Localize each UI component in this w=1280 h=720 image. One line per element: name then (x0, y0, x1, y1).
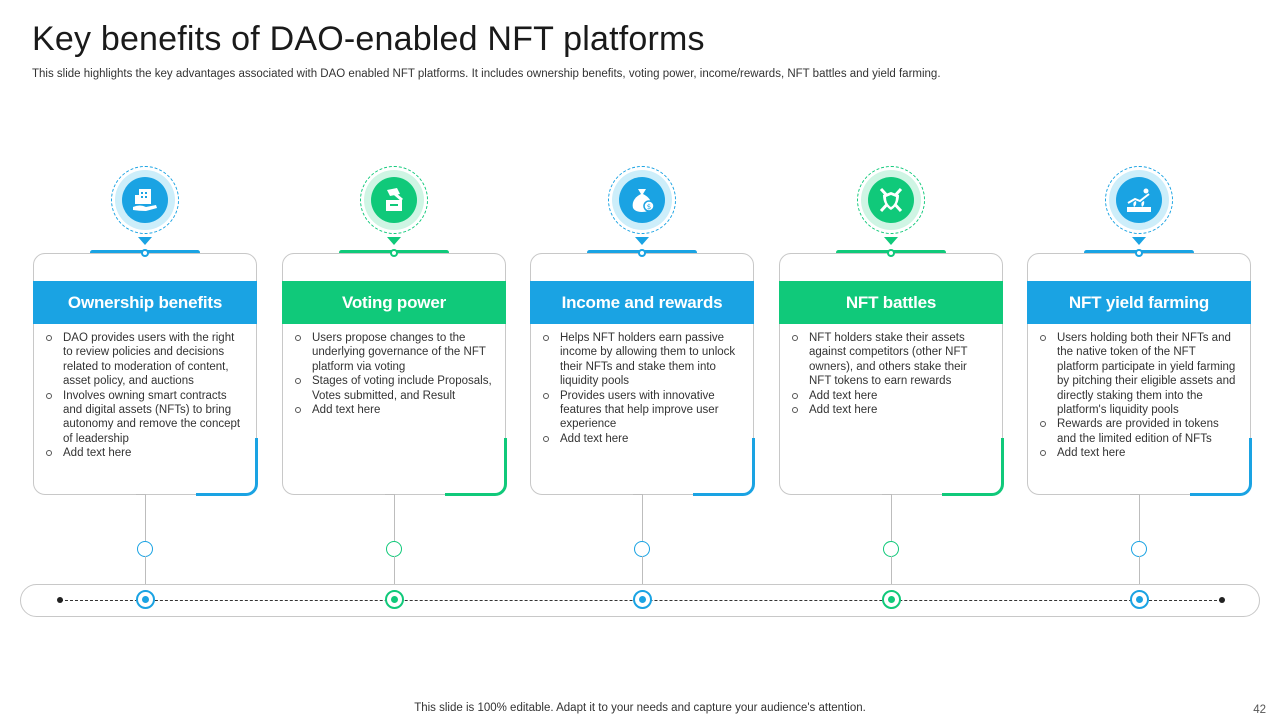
connector-line (642, 556, 643, 592)
card-connector-dot (390, 249, 398, 257)
card-bullets: Helps NFT holders earn passive income by… (541, 331, 743, 446)
timeline-node-center (888, 596, 895, 603)
card-bullets: Users holding both their NFTs and the na… (1038, 331, 1240, 461)
card-title: Voting power (282, 281, 506, 324)
card-title: Ownership benefits (33, 281, 257, 324)
icon-halo (360, 166, 428, 234)
building-hand-icon (122, 177, 168, 223)
timeline-node-center (639, 596, 646, 603)
icon-pointer (387, 237, 401, 245)
bullet-item: Add text here (541, 432, 743, 446)
bullet-item: Add text here (790, 403, 992, 417)
card-bottom-connector (882, 494, 891, 506)
timeline-end-dot (1219, 597, 1225, 603)
timeline-start-dot (57, 597, 63, 603)
timeline-node (385, 590, 404, 609)
bullet-item: Users holding both their NFTs and the na… (1038, 331, 1240, 417)
slide-subtitle: This slide highlights the key advantages… (32, 68, 941, 80)
icon-halo (857, 166, 925, 234)
connector-line (642, 494, 643, 541)
bullet-item: Users propose changes to the underlying … (293, 331, 495, 374)
icon-badge (1105, 166, 1173, 234)
timeline-node (1130, 590, 1149, 609)
card-corner-accent (942, 438, 1004, 496)
bullet-item: Involves owning smart contracts and digi… (44, 389, 246, 447)
page-number: 42 (1253, 704, 1266, 716)
timeline-node-center (1136, 596, 1143, 603)
card-bullets: NFT holders stake their assets against c… (790, 331, 992, 417)
icon-pointer (635, 237, 649, 245)
card-title: NFT battles (779, 281, 1003, 324)
bullet-item: Add text here (1038, 446, 1240, 460)
card-corner-accent (1190, 438, 1252, 496)
bullet-item: Add text here (44, 446, 246, 460)
bullet-item: Stages of voting include Proposals, Vote… (293, 374, 495, 403)
icon-badge (360, 166, 428, 234)
card-corner-accent (693, 438, 755, 496)
plant-growth-icon (1116, 177, 1162, 223)
svg-text:$: $ (647, 203, 651, 211)
bullet-item: Rewards are provided in tokens and the l… (1038, 417, 1240, 446)
bullet-item: NFT holders stake their assets against c… (790, 331, 992, 389)
bullet-item: DAO provides users with the right to rev… (44, 331, 246, 389)
connector-line (1139, 494, 1140, 541)
footer-text: This slide is 100% editable. Adapt it to… (414, 702, 866, 714)
card-bottom-connector (136, 494, 145, 506)
icon-pointer (138, 237, 152, 245)
timeline-node (882, 590, 901, 609)
card-title: Income and rewards (530, 281, 754, 324)
connector-line (394, 494, 395, 541)
timeline-node (136, 590, 155, 609)
connector-ring (137, 541, 153, 557)
timeline-node (633, 590, 652, 609)
card-bottom-connector (633, 494, 642, 506)
timeline-node-center (391, 596, 398, 603)
card-bullets: DAO provides users with the right to rev… (44, 331, 246, 461)
card-connector-dot (141, 249, 149, 257)
card-bullets: Users propose changes to the underlying … (293, 331, 495, 417)
bullet-item: Helps NFT holders earn passive income by… (541, 331, 743, 389)
ballot-box-icon (371, 177, 417, 223)
connector-ring (386, 541, 402, 557)
card-corner-accent (196, 438, 258, 496)
card-bottom-connector (1130, 494, 1139, 506)
card-connector-dot (638, 249, 646, 257)
icon-badge (111, 166, 179, 234)
connector-line (394, 556, 395, 592)
connector-line (1139, 556, 1140, 592)
bullet-item: Provides users with innovative features … (541, 389, 743, 432)
card-bottom-connector (385, 494, 394, 506)
icon-halo (111, 166, 179, 234)
bullet-item: Add text here (293, 403, 495, 417)
icon-badge (857, 166, 925, 234)
slide-title: Key benefits of DAO-enabled NFT platform… (32, 20, 705, 58)
bullet-item: Add text here (790, 389, 992, 403)
connector-line (145, 556, 146, 592)
connector-ring (1131, 541, 1147, 557)
connector-line (891, 494, 892, 541)
connector-ring (883, 541, 899, 557)
connector-line (891, 556, 892, 592)
icon-pointer (1132, 237, 1146, 245)
icon-halo (1105, 166, 1173, 234)
card-connector-dot (887, 249, 895, 257)
card-title: NFT yield farming (1027, 281, 1251, 324)
crossed-swords-shield-icon (868, 177, 914, 223)
icon-halo (608, 166, 676, 234)
icon-badge: $ (608, 166, 676, 234)
card-corner-accent (445, 438, 507, 496)
timeline-node-center (142, 596, 149, 603)
connector-ring (634, 541, 650, 557)
money-bag-icon: $ (619, 177, 665, 223)
card-connector-dot (1135, 249, 1143, 257)
connector-line (145, 494, 146, 541)
icon-pointer (884, 237, 898, 245)
